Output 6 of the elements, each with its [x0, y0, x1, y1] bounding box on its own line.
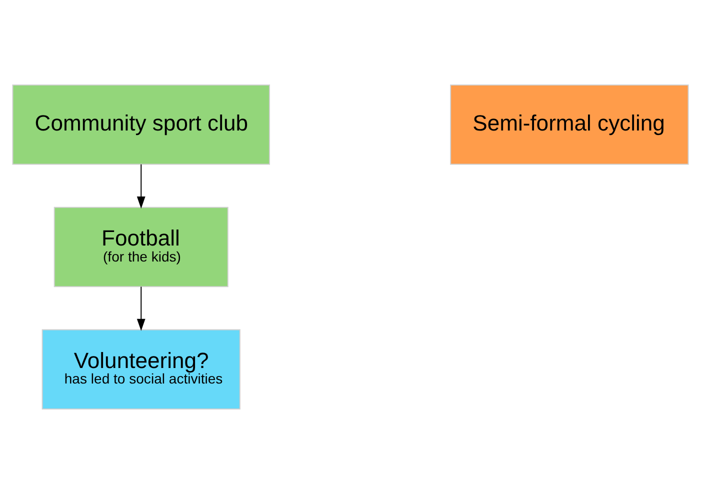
- arrow: [136, 286, 146, 331]
- node-box: Volunteering? has led to social activities: [42, 329, 240, 410]
- node-box: Community sport club: [12, 84, 270, 165]
- node-box: Semi-formal cycling: [450, 84, 689, 165]
- node-box: Football (for the kids): [54, 206, 228, 288]
- arrow: [136, 164, 146, 209]
